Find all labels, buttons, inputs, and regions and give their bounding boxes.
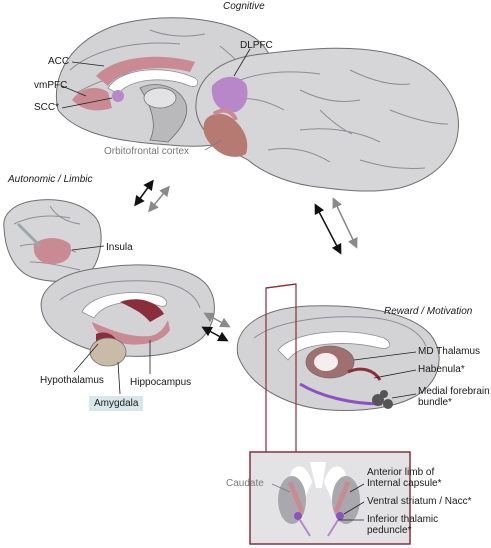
cognitive-medial-brain [55,17,278,147]
label-inferior-thalamic-peduncle: Inferior thalamic peduncle* [367,514,439,536]
coronal-leaders [271,483,365,521]
arrow-cognitive-reward-dark [314,203,342,255]
label-caudate: Caudate [226,478,264,489]
label-hippocampus: Hippocampus [130,377,192,388]
dlpfc-region [211,76,248,113]
caudate-left [278,476,306,524]
label-insula: Insula [106,242,133,253]
reward-leaders [353,351,417,399]
caudate-right [332,476,360,524]
label-medial-forebrain-bundle: Medial forebrain bundle* [418,386,490,408]
label-amygdala: Amygdala [89,396,144,411]
insula-leader [71,245,105,251]
limbic-lateral-brain [3,199,102,282]
limbic-medial-brain [40,264,215,367]
acc-region [96,56,195,86]
section-cognitive: Cognitive [223,1,265,12]
cognitive-leaders [61,48,251,151]
label-hypothalamus: Hypothalamus [40,375,104,386]
ofc-region [203,113,248,157]
arrow-limbic-reward-gray [203,312,231,328]
label-vmpfc: vmPFC [34,80,68,91]
coronal-section [249,451,411,545]
section-autonomic-limbic: Autonomic / Limbic [8,174,93,185]
connection-arrows [134,179,358,342]
label-dlpfc: DLPFC [240,40,273,51]
reward-medial-brain [236,305,440,411]
label-md-thalamus: MD Thalamus [418,346,481,357]
arrow-limbic-cognitive-dark [134,179,154,207]
scc-region [112,90,124,102]
limbic-leaders [73,340,151,395]
amygdala-region [89,337,127,367]
habenula-region [347,367,382,381]
label-scc: SCC* [34,102,60,113]
arrow-cognitive-reward-gray [332,197,358,249]
label-anterior-limb-internal-capsule: Anterior limb of Internal capsule* [367,467,442,489]
cognitive-lateral-brain [195,47,459,192]
label-habenula: Habenula* [418,364,465,375]
label-acc: ACC [48,56,70,67]
mfb-region [299,382,383,406]
label-orbitofrontal-cortex: Orbitofrontal cortex [104,146,190,157]
label-ventral-striatum-nacc: Ventral striatum / Nacc* [367,496,472,507]
arrow-limbic-reward-dark [201,326,229,342]
vmpfc-region [72,87,112,111]
arrow-limbic-cognitive-gray [148,185,170,213]
section-reward-motivation: Reward / Motivation [384,306,473,317]
insula-region [33,238,72,264]
